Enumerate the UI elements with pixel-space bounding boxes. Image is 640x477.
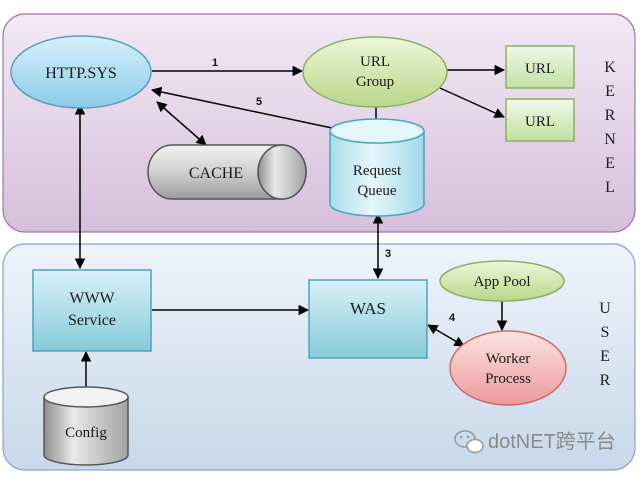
request-queue-node: Request Queue <box>329 118 425 217</box>
http-sys-node: HTTP.SYS <box>10 35 152 109</box>
svg-text:URL: URL <box>525 61 555 77</box>
arrow-step-4 <box>427 324 465 347</box>
kernel-vertical-label: K E R N E L <box>604 59 616 196</box>
svg-text:L: L <box>605 179 615 196</box>
url-box-1: URL <box>505 45 575 89</box>
svg-text:Group: Group <box>356 74 394 90</box>
svg-text:R: R <box>605 107 616 124</box>
watermark-text: dotNET跨平台 <box>488 430 616 453</box>
user-vertical-label: U S E R <box>599 300 611 389</box>
svg-text:Queue: Queue <box>357 183 396 199</box>
cache-label: CACHE <box>189 165 243 182</box>
app-pool-node: App Pool <box>439 260 565 302</box>
url-group-node: URL Group <box>302 36 448 108</box>
svg-text:U: U <box>599 300 611 317</box>
step-1-label: 1 <box>212 57 218 69</box>
arrow-step-5 <box>150 86 333 129</box>
was-node: WAS <box>308 279 428 359</box>
svg-text:N: N <box>604 131 616 148</box>
worker-process-node: Worker Process <box>449 330 567 406</box>
arrow-httpsys-cache <box>156 101 207 146</box>
step-3-label: 3 <box>385 248 391 260</box>
was-label: WAS <box>350 299 386 318</box>
svg-text:URL: URL <box>525 114 555 130</box>
svg-text:Worker: Worker <box>486 351 531 367</box>
svg-text:URL: URL <box>360 54 390 70</box>
http-sys-label: HTTP.SYS <box>45 65 117 82</box>
step-5-label: 5 <box>256 96 262 108</box>
svg-text:Request: Request <box>353 163 402 179</box>
svg-text:E: E <box>600 348 610 365</box>
config-node: Config <box>43 386 129 466</box>
step-4-label: 4 <box>449 312 456 324</box>
www-service-node: WWW Service <box>32 269 152 352</box>
svg-text:R: R <box>600 372 611 389</box>
watermark: dotNET跨平台 <box>454 430 616 454</box>
svg-text:Service: Service <box>68 312 116 329</box>
cache-node: CACHE <box>147 144 307 200</box>
svg-text:Process: Process <box>485 371 531 387</box>
svg-text:K: K <box>604 59 616 76</box>
svg-text:WWW: WWW <box>69 290 115 307</box>
app-pool-label: App Pool <box>473 274 530 290</box>
wechat-icon <box>454 430 484 454</box>
svg-text:E: E <box>605 83 615 100</box>
svg-text:S: S <box>601 324 610 341</box>
arrow-urlgroup-url2 <box>439 87 505 118</box>
config-label: Config <box>65 425 107 441</box>
url-box-2: URL <box>505 98 575 142</box>
svg-text:E: E <box>605 155 615 172</box>
